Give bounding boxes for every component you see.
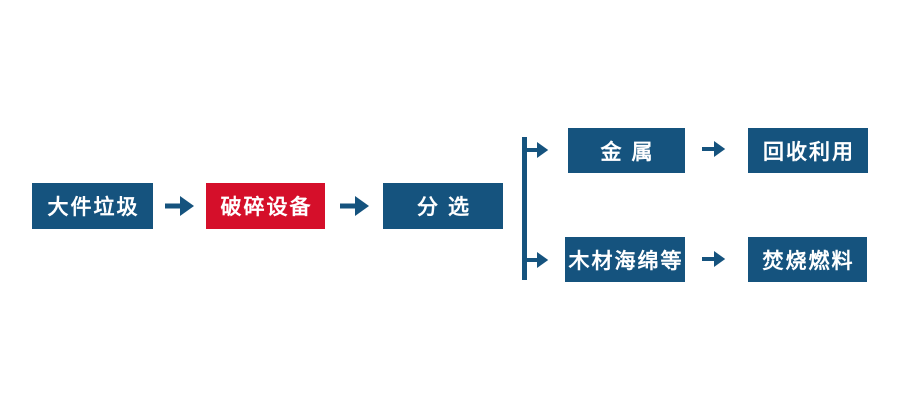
node-bulky-waste-label: 大件垃圾	[47, 196, 140, 219]
node-metal-label: 金属	[600, 140, 663, 164]
branch-connector-line	[522, 137, 527, 280]
arrow-right-icon	[340, 196, 369, 216]
branch-arrow-top-icon	[525, 142, 549, 158]
arrow-right-icon	[702, 251, 726, 267]
node-sorting: 分选	[383, 183, 503, 229]
node-bulky-waste: 大件垃圾	[32, 183, 153, 229]
node-recycling: 回收利用	[748, 128, 868, 173]
node-crushing-equipment-label: 破碎设备	[220, 196, 313, 219]
node-wood-sponge-etc: 木材海绵等	[565, 237, 685, 282]
node-metal: 金属	[568, 128, 685, 173]
node-recycling-label: 回收利用	[763, 140, 855, 164]
node-sorting-label: 分选	[417, 196, 479, 219]
node-incineration-fuel-label: 焚烧燃料	[762, 249, 855, 273]
arrow-right-icon	[165, 196, 194, 216]
node-crushing-equipment: 破碎设备	[206, 183, 325, 229]
node-wood-sponge-etc-label: 木材海绵等	[568, 249, 684, 273]
branch-arrow-bottom-icon	[525, 252, 549, 268]
arrow-right-icon	[702, 141, 726, 157]
node-incineration-fuel: 焚烧燃料	[748, 237, 867, 282]
